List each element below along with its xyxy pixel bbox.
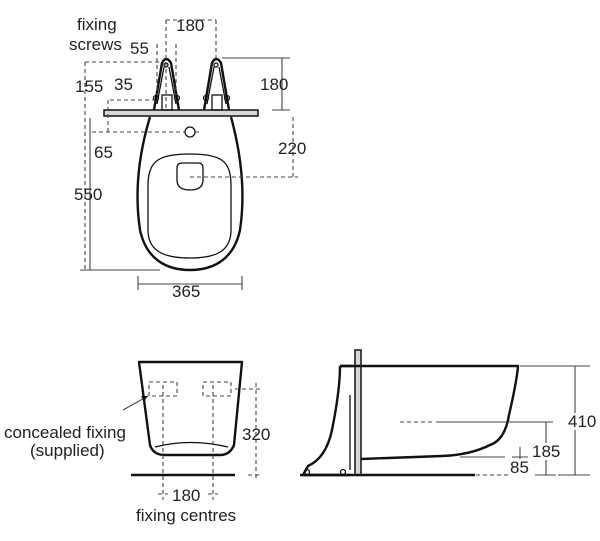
dim-220: 220 [278, 139, 307, 158]
dim-height-320: 320 [242, 425, 271, 444]
dim-fixing-centres-top: 180 [176, 16, 205, 35]
seat-outline [147, 153, 232, 259]
wall-band [103, 109, 259, 117]
dim-total-height-410: 410 [568, 412, 597, 431]
dim-bracket-height: 180 [260, 75, 289, 94]
front-rim [154, 441, 229, 448]
dim-width-365: 365 [172, 282, 201, 301]
fixing-centres-caption: fixing centres [136, 506, 237, 525]
fixing-screws-label-1: fixing [77, 15, 117, 34]
dim-fixing-centres-bottom: 180 [172, 486, 201, 505]
wall [354, 349, 362, 476]
side-view [300, 349, 590, 477]
outlet [176, 162, 204, 191]
dim-outlet-height-185: 185 [532, 442, 561, 461]
inlet-hole [184, 126, 196, 138]
dim-base-clearance-85: 85 [510, 458, 529, 477]
dim-155: 155 [75, 77, 104, 96]
carrier-frame [301, 364, 353, 477]
plan-view [80, 19, 298, 290]
dim-length-550: 550 [74, 185, 103, 204]
concealed-fixing-label-1: concealed fixing [4, 423, 126, 442]
dim-screw-offset: 55 [130, 39, 149, 58]
concealed-fixing-label-2: (supplied) [30, 441, 105, 460]
fixing-screws-label-2: screws [69, 35, 122, 54]
fixing-box-right [202, 381, 232, 397]
bowl-outline [136, 116, 244, 272]
front-bowl-outline [137, 360, 244, 457]
dim-65: 65 [94, 143, 113, 162]
dim-35: 35 [114, 75, 133, 94]
front-view [122, 360, 262, 500]
fixing-bracket-right [202, 57, 231, 111]
side-bowl-outline [340, 364, 520, 461]
